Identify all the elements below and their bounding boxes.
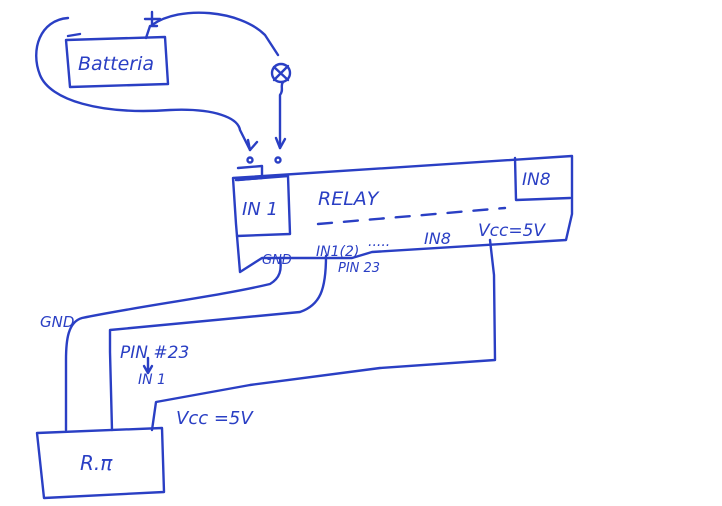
raspberry-pi: R.π — [35, 426, 166, 500]
battery-positive-wire — [150, 11, 280, 57]
relay-channel-dashes — [316, 206, 507, 226]
relay-outline — [231, 154, 574, 274]
gnd-wire — [64, 256, 282, 432]
rpi-box — [35, 426, 166, 500]
vcc-wire — [150, 238, 497, 432]
battery: Batteria — [64, 10, 170, 89]
vcc-wire-label: Vcc =5V — [176, 408, 254, 429]
relay-pin-gnd: GND — [262, 253, 292, 268]
battery-label: Batteria — [78, 53, 154, 75]
relay-pin-dots: ..... — [368, 234, 390, 250]
battery-minus-terminal — [66, 32, 82, 38]
relay-module: IN 1 RELAY IN8 GND IN1(2) ..... IN8 Vcc=… — [231, 154, 574, 276]
battery-negative-wire — [35, 16, 252, 152]
relay-pin-in1: IN1(2) — [316, 244, 359, 260]
relay-pin23-note: PIN 23 — [338, 261, 380, 276]
relay-pin-in8: IN8 — [424, 229, 451, 248]
pin23-wire — [108, 254, 328, 432]
battery-box — [64, 35, 170, 89]
in1-down-arrow — [142, 356, 154, 375]
gnd-wire-label: GND — [40, 313, 74, 331]
in1-wire-label: IN 1 — [138, 372, 166, 388]
relay-in8-box-label: IN8 — [522, 170, 551, 190]
relay-in1-box — [234, 174, 292, 238]
relay-in1-box-label: IN 1 — [242, 199, 278, 220]
relay-in8-box — [513, 156, 572, 202]
relay-pin-vcc: Vcc=5V — [478, 221, 546, 241]
lamp-icon — [270, 62, 292, 150]
arrow-negative — [246, 138, 259, 152]
rpi-label: R.π — [80, 451, 113, 475]
relay-title: RELAY — [318, 188, 380, 210]
pin23-wire-label: PIN #23 — [120, 343, 189, 363]
